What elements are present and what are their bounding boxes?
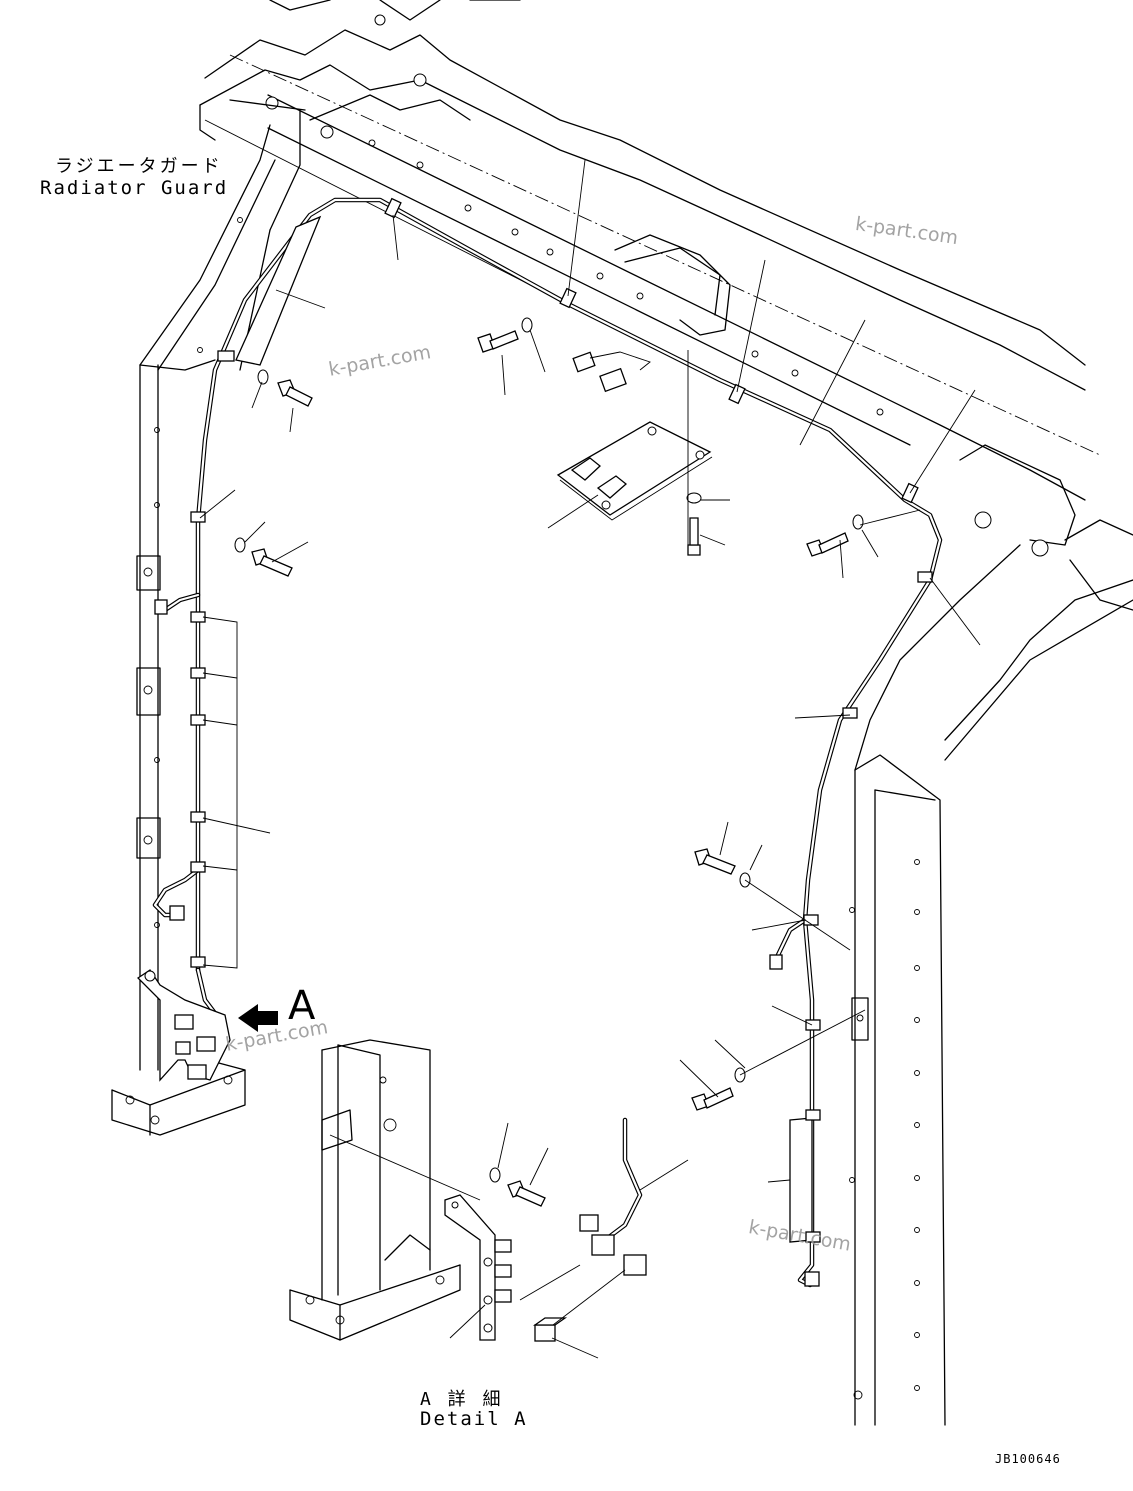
connectors-upper: [154, 351, 820, 1287]
radiator-guard-label-en: Radiator Guard: [40, 177, 229, 199]
wiring-harness: [152, 197, 943, 1288]
detail-a-view: [289, 1039, 647, 1342]
radiator-guard-right-post: [849, 544, 1133, 1426]
radiator-guard-left-post: [111, 99, 306, 1136]
bolts-washers: [234, 317, 864, 1207]
leader-lines: [199, 159, 981, 1359]
detail-a-label-en: Detail A: [420, 1408, 528, 1430]
harness-clamps: [190, 197, 933, 1243]
view-detail-a-source: [136, 969, 231, 1082]
drawing-code: JB100646: [995, 1452, 1061, 1466]
radiator-guard-label-jp: ラジエータガード: [55, 156, 223, 177]
detail-a-label-jp: A 詳 細: [420, 1389, 504, 1410]
bracket-plate: [556, 421, 713, 521]
view-arrow-letter: A: [288, 983, 316, 1029]
radiator-guard-top-beam: [199, 0, 1133, 611]
arrow-left-icon: [238, 1004, 278, 1032]
